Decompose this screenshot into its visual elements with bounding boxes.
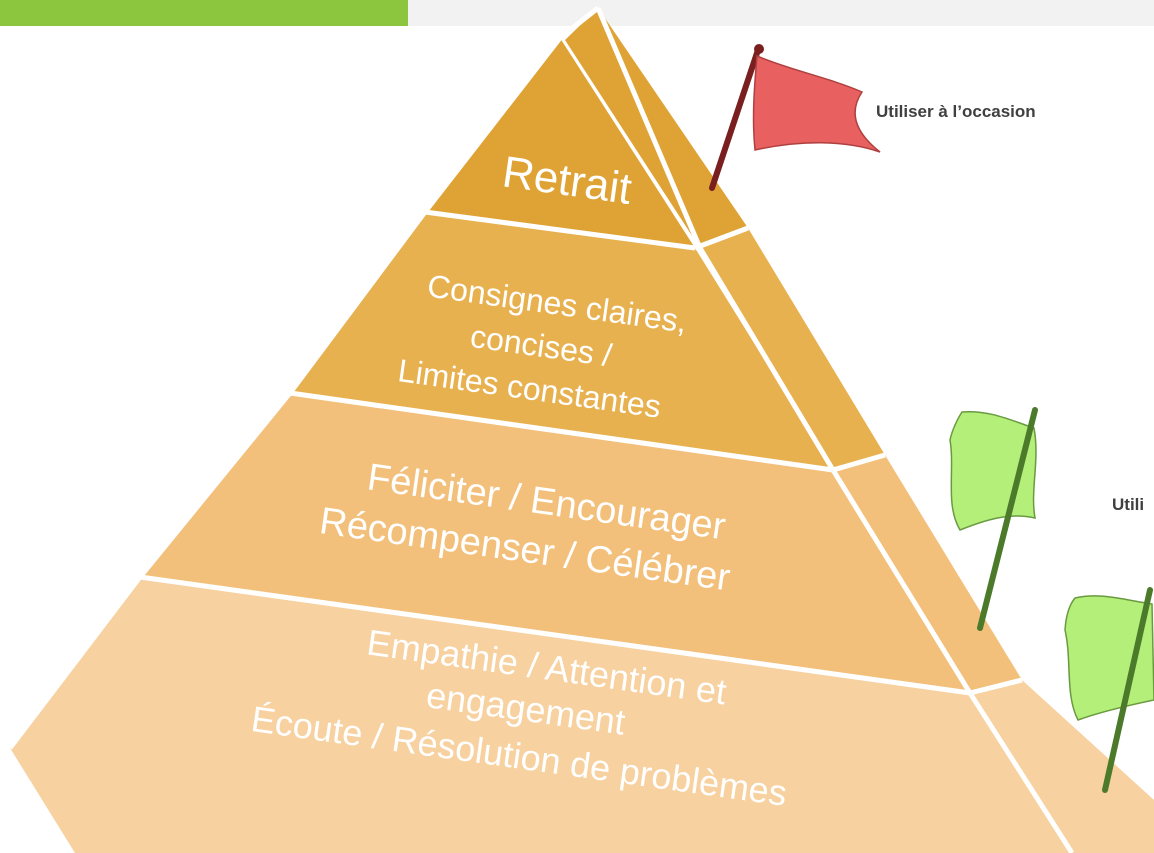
side-face-4	[970, 680, 1154, 853]
top-gray-bar	[408, 0, 1154, 26]
red-flag-label: Utiliser à l’occasion	[876, 102, 1036, 121]
top-accent-bar	[0, 0, 408, 26]
side-face-3	[833, 455, 1022, 693]
green-flag-icon-2	[1064, 587, 1154, 793]
tier-separators	[8, 6, 1075, 853]
green-flag-label: Utili	[1112, 495, 1144, 514]
pyramid-side-face	[565, 8, 1154, 853]
side-face-2	[700, 228, 885, 470]
green-flag-icon	[949, 407, 1038, 631]
pyramid-tier-retrait	[425, 38, 695, 248]
pyramid-tier-feliciter	[140, 393, 970, 693]
pyramid-tier-empathie	[10, 577, 1072, 853]
side-face-top	[565, 8, 748, 248]
pyramid-tier-consignes	[290, 212, 833, 470]
red-flag-icon	[709, 44, 881, 191]
